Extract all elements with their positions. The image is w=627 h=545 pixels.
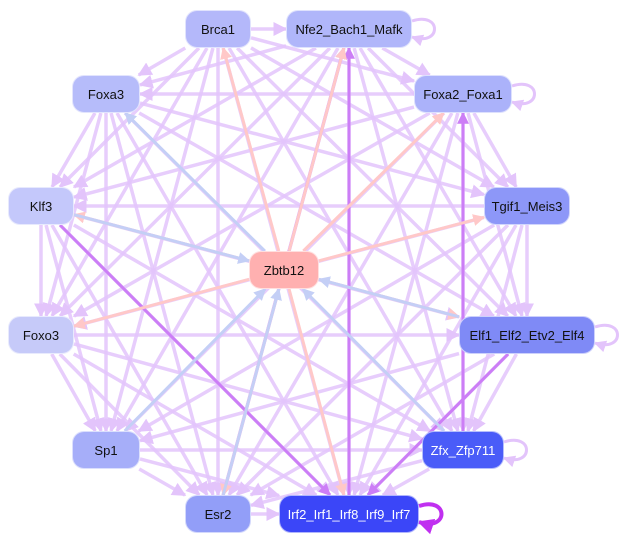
node-foxa2[interactable]: Foxa2_Foxa1 [414,75,512,113]
node-nfe2[interactable]: Nfe2_Bach1_Mafk [286,10,412,48]
node-label: Klf3 [29,198,53,214]
edge-foxa3-elf1 [138,111,496,318]
self-loop-elf1 [593,323,619,353]
node-esr2[interactable]: Esr2 [185,495,251,533]
node-foxa3[interactable]: Foxa3 [72,75,140,113]
node-label: Foxa2_Foxa1 [423,86,503,102]
node-label: Irf2_Irf1_Irf8_Irf9_Irf7 [287,506,411,522]
node-elf1[interactable]: Elf1_Elf2_Etv2_Elf4 [459,316,595,354]
edge-zbtb12-foxa3 [124,111,266,253]
edge-zfx-zbtb12 [301,287,446,433]
edge-elf1-sp1 [138,351,460,445]
edge-zbtb12-irf2 [287,288,347,497]
node-label: Tgif1_Meis3 [491,198,563,214]
edge-elf1-esr2 [249,352,496,497]
edge-zbtb12-tgif1 [318,214,486,263]
edge-nfe2-foxa3 [138,44,287,89]
node-label: Brca1 [201,21,235,37]
edge-nfe2-foxa2 [381,46,431,77]
self-loop-irf2 [417,502,444,535]
edge-foxa3-tgif1 [139,101,486,199]
node-label: Foxa3 [87,86,125,102]
self-loop-nfe2 [410,17,436,47]
node-zbtb12[interactable]: Zbtb12 [249,251,319,289]
node-foxo3[interactable]: Foxo3 [8,316,74,354]
node-klf3[interactable]: Klf3 [8,187,74,225]
node-label: Elf1_Elf2_Etv2_Elf4 [469,327,585,343]
edge-zbtb12-nfe2 [287,46,347,252]
edge-zbtb12-brca1 [220,46,281,252]
node-sp1[interactable]: Sp1 [72,431,140,469]
edge-esr2-zbtb12 [221,287,282,496]
edge-tgif1-sp1 [137,223,496,433]
edge-sp1-irf2 [139,457,281,500]
edge-foxo3-zfx [73,342,424,443]
edge-klf3-zfx [72,223,432,433]
self-loop-foxa2 [510,82,536,112]
edge-klf3-zbtb12 [73,213,251,264]
edge-sp1-zbtb12 [123,287,267,433]
edge-zfx-irf2 [381,467,431,497]
node-label: Nfe2_Bach1_Mafk [295,21,403,37]
edge-zbtb12-foxa2 [302,111,445,253]
edge-foxa3-klf3 [50,112,97,189]
node-label: Esr2 [204,506,232,522]
node-label: Sp1 [94,442,118,458]
edge-foxo3-sp1 [50,353,97,433]
edge-sp1-esr2 [138,467,187,497]
edge-elf1-zbtb12 [317,276,460,319]
edge-elf1-zfx [472,353,518,433]
edge-foxa2-tgif1 [472,112,518,189]
node-zfx[interactable]: Zfx_Zfp711 [422,431,504,469]
edge-brca1-foxa3 [137,46,187,77]
self-loop-zfx [502,438,528,468]
node-irf2[interactable]: Irf2_Irf1_Irf8_Irf9_Irf7 [279,495,419,533]
node-tgif1[interactable]: Tgif1_Meis3 [484,187,570,225]
node-label: Zfx_Zfp711 [430,442,496,458]
edge-zbtb12-foxo3 [72,277,250,330]
node-label: Foxo3 [22,327,60,343]
node-brca1[interactable]: Brca1 [185,10,251,48]
edge-foxa2-foxo3 [72,111,431,318]
node-label: Zbtb12 [263,262,305,278]
